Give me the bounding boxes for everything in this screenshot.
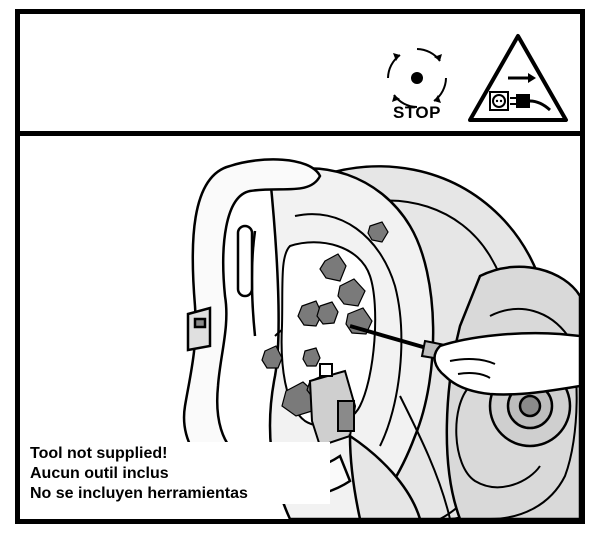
blower-vacuum-clearing-debris-illustration: [182, 158, 580, 519]
tool-note-english: Tool not supplied!: [30, 445, 168, 462]
warning-panel: STOP: [20, 14, 580, 136]
hand-shape: [433, 331, 580, 396]
lower-housing-shape: [348, 395, 451, 519]
plug-icon: [510, 94, 552, 112]
unplug-warning-triangle-icon: [468, 34, 568, 122]
rotating-blade-stop-icon: [387, 48, 447, 108]
tool-note-spanish: No se incluyen herramientas: [30, 485, 248, 502]
arrow-right-icon: [508, 73, 536, 83]
instruction-frame: STOP: [15, 9, 585, 524]
tool-note: Tool not supplied! Aucun outil inclus No…: [28, 442, 330, 504]
socket-icon: [489, 91, 509, 111]
tool-note-french: Aucun outil inclus: [30, 465, 169, 482]
stop-label: STOP: [393, 103, 441, 122]
leaf-debris-icon: [261, 221, 389, 417]
latch-block-shape: [308, 363, 357, 448]
illustration-panel: Tool not supplied! Aucun outil inclus No…: [20, 136, 580, 519]
